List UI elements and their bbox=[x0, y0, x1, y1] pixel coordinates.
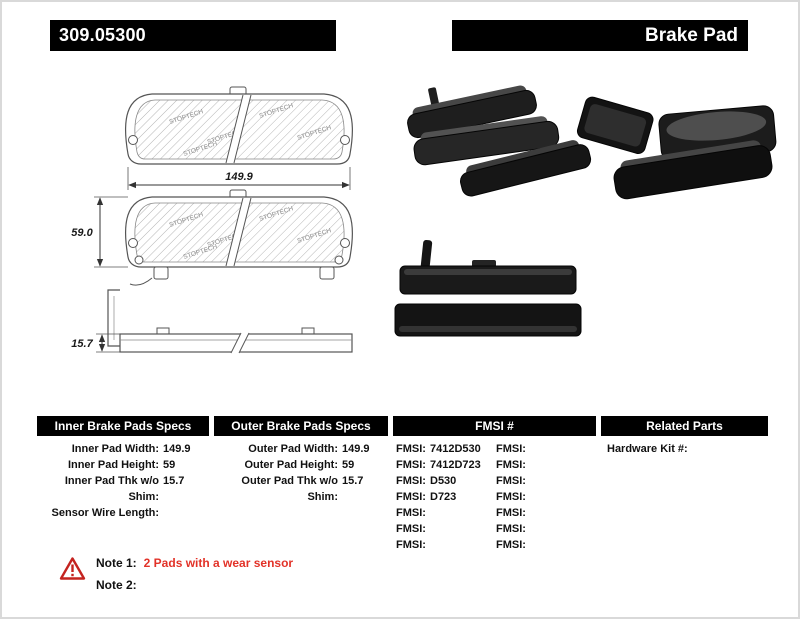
notes-section: Note 1: 2 Pads with a wear sensor Note 2: bbox=[59, 554, 559, 604]
fmsi-label: FMSI: bbox=[396, 459, 426, 471]
fmsi-label: FMSI: bbox=[396, 475, 426, 487]
spec-value: 59 bbox=[342, 459, 355, 471]
fmsi-value: D723 bbox=[430, 491, 457, 503]
part-number-bar: 309.05300 bbox=[50, 20, 336, 51]
spec-value: 149.9 bbox=[163, 443, 191, 455]
pad-front-drawing: STOPTECH STOPTECH STOPTECH STOPTECH STOP… bbox=[125, 86, 353, 165]
fmsi-value bbox=[530, 457, 596, 473]
fmsi-label: FMSI: bbox=[496, 507, 526, 519]
spec-label: Outer Pad Height: bbox=[244, 459, 338, 471]
spec-value bbox=[163, 505, 209, 521]
spec-label: Outer Pad Width: bbox=[248, 443, 338, 455]
fmsi-row: FMSI: D723 FMSI: bbox=[393, 489, 596, 505]
brake-pads-photo-side bbox=[394, 239, 582, 337]
spec-row: Inner Pad Thk w/o Shim: 15.7 bbox=[37, 473, 209, 505]
spec-row: Inner Pad Height: 59 bbox=[37, 457, 209, 473]
fmsi-label: FMSI: bbox=[496, 443, 526, 455]
fmsi-value: 7412D723 bbox=[430, 459, 481, 471]
inner-specs-header: Inner Brake Pads Specs bbox=[37, 416, 209, 436]
fmsi-row: FMSI: FMSI: bbox=[393, 505, 596, 521]
fmsi-row: FMSI: FMSI: bbox=[393, 521, 596, 537]
product-type-bar: Brake Pad bbox=[452, 20, 748, 51]
note-1-label: Note 1: bbox=[96, 556, 137, 570]
inner-specs-column: Inner Brake Pads Specs Inner Pad Width: … bbox=[37, 416, 209, 521]
note-1-text: 2 Pads with a wear sensor bbox=[143, 556, 294, 570]
fmsi-label: FMSI: bbox=[396, 507, 426, 519]
spec-value: 59 bbox=[163, 459, 176, 471]
height-dimension: 59.0 bbox=[71, 196, 128, 268]
spec-label: Sensor Wire Length: bbox=[51, 507, 159, 519]
fmsi-value: 7412D530 bbox=[430, 443, 481, 455]
thickness-dimension: 15.7 bbox=[71, 333, 120, 353]
fmsi-row: FMSI: D530 FMSI: bbox=[393, 473, 596, 489]
fmsi-label: FMSI: bbox=[496, 539, 526, 551]
fmsi-value bbox=[530, 537, 596, 553]
note-2-label: Note 2: bbox=[96, 578, 137, 592]
warning-icon bbox=[59, 557, 86, 580]
outer-specs-header: Outer Brake Pads Specs bbox=[214, 416, 388, 436]
fmsi-label: FMSI: bbox=[496, 491, 526, 503]
fmsi-value: D530 bbox=[430, 475, 457, 487]
spec-row: Outer Pad Thk w/o Shim: 15.7 bbox=[214, 473, 388, 505]
spec-value: 15.7 bbox=[163, 475, 185, 487]
spec-row: Sensor Wire Length: bbox=[37, 505, 209, 521]
fmsi-row: FMSI: 7412D723 FMSI: bbox=[393, 457, 596, 473]
thickness-dim-label: 15.7 bbox=[71, 338, 93, 350]
fmsi-value bbox=[530, 489, 596, 505]
width-dim-label: 149.9 bbox=[225, 171, 253, 183]
fmsi-label: FMSI: bbox=[396, 491, 426, 503]
fmsi-value bbox=[430, 521, 496, 537]
spec-label: Inner Pad Thk w/o Shim: bbox=[64, 475, 159, 503]
pad-edge-drawing bbox=[107, 289, 353, 354]
fmsi-label: FMSI: bbox=[496, 459, 526, 471]
fmsi-value bbox=[530, 521, 596, 537]
related-parts-column: Related Parts Hardware Kit #: bbox=[601, 416, 768, 457]
note-2: Note 2: bbox=[96, 578, 144, 592]
fmsi-value bbox=[530, 473, 596, 489]
spec-row: Outer Pad Height: 59 bbox=[214, 457, 388, 473]
spec-value: 149.9 bbox=[342, 443, 370, 455]
related-part-row: Hardware Kit #: bbox=[601, 441, 768, 457]
fmsi-label: FMSI: bbox=[496, 475, 526, 487]
diagram-area: STOPTECH STOPTECH STOPTECH STOPTECH STOP… bbox=[71, 85, 777, 354]
width-dimension: 149.9 bbox=[127, 167, 351, 190]
fmsi-value bbox=[430, 505, 496, 521]
fmsi-label: FMSI: bbox=[396, 523, 426, 535]
fmsi-value bbox=[430, 537, 496, 553]
fmsi-column: FMSI # FMSI: 7412D530 FMSI: FMSI: 7412D7… bbox=[393, 416, 596, 553]
spec-row: Inner Pad Width: 149.9 bbox=[37, 441, 209, 457]
spec-row: Outer Pad Width: 149.9 bbox=[214, 441, 388, 457]
spec-label: Inner Pad Width: bbox=[71, 443, 159, 455]
pad-front-drawing-2 bbox=[124, 189, 354, 286]
related-part-label: Hardware Kit #: bbox=[607, 443, 688, 455]
fmsi-value bbox=[530, 505, 596, 521]
related-parts-header: Related Parts bbox=[601, 416, 768, 436]
note-1: Note 1: 2 Pads with a wear sensor bbox=[96, 556, 293, 570]
part-number: 309.05300 bbox=[59, 25, 146, 45]
height-dim-label: 59.0 bbox=[71, 227, 93, 239]
spec-value: 15.7 bbox=[342, 475, 364, 487]
fmsi-header: FMSI # bbox=[393, 416, 596, 436]
fmsi-row: FMSI: FMSI: bbox=[393, 537, 596, 553]
fmsi-value bbox=[530, 441, 596, 457]
spec-label: Inner Pad Height: bbox=[67, 459, 159, 471]
fmsi-row: FMSI: 7412D530 FMSI: bbox=[393, 441, 596, 457]
fmsi-label: FMSI: bbox=[496, 523, 526, 535]
spec-label: Outer Pad Thk w/o Shim: bbox=[241, 475, 338, 503]
product-type-title: Brake Pad bbox=[645, 24, 738, 46]
outer-specs-column: Outer Brake Pads Specs Outer Pad Width: … bbox=[214, 416, 388, 505]
fmsi-label: FMSI: bbox=[396, 443, 426, 455]
brake-pads-photo-top bbox=[407, 85, 777, 200]
fmsi-label: FMSI: bbox=[396, 539, 426, 551]
